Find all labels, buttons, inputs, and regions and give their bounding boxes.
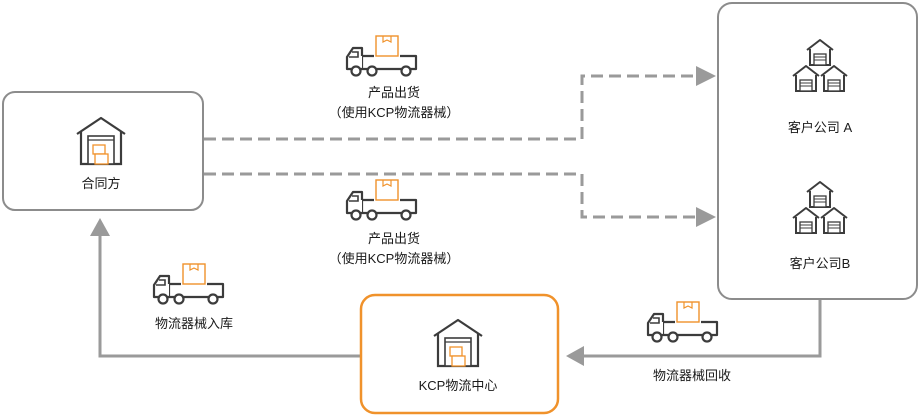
customer-a-label: 客户公司 A bbox=[788, 120, 853, 135]
return-label-group: 物流器械回收 bbox=[646, 300, 731, 383]
kcp-center-node: KCP物流中心 bbox=[359, 293, 560, 415]
ship-to-b-line1: 产品出货 bbox=[368, 231, 420, 246]
delivery-truck-icon bbox=[152, 262, 225, 305]
ship-to-b-line2: （使用KCP物流器械） bbox=[329, 251, 460, 266]
customer-companies-node: 客户公司 A 客户公司B bbox=[717, 2, 918, 300]
return-equipment-label: 物流器械回收 bbox=[653, 368, 731, 383]
delivery-truck-icon bbox=[646, 300, 719, 343]
shipping-line-to-customer-a bbox=[204, 66, 716, 141]
inbound-line bbox=[90, 218, 360, 358]
contract-party-label: 合同方 bbox=[81, 176, 120, 191]
ship-to-a-line1: 产品出货 bbox=[368, 85, 420, 100]
inbound-label-group: 物流器械入库 bbox=[152, 262, 233, 331]
ship-to-a-label-group: 产品出货 （使用KCP物流器械） bbox=[329, 34, 460, 120]
delivery-truck-icon bbox=[345, 178, 418, 221]
kcp-center-label: KCP物流中心 bbox=[419, 378, 498, 393]
ship-to-b-label-group: 产品出货 （使用KCP物流器械） bbox=[329, 178, 460, 266]
customer-b-label: 客户公司B bbox=[790, 256, 851, 271]
delivery-truck-icon bbox=[345, 34, 418, 77]
return-line bbox=[566, 300, 822, 366]
contract-party-node: 合同方 bbox=[2, 91, 204, 211]
equipment-inbound-label: 物流器械入库 bbox=[155, 316, 233, 331]
ship-to-a-line2: （使用KCP物流器械） bbox=[329, 105, 460, 120]
shipping-line-to-customer-b bbox=[204, 172, 716, 227]
